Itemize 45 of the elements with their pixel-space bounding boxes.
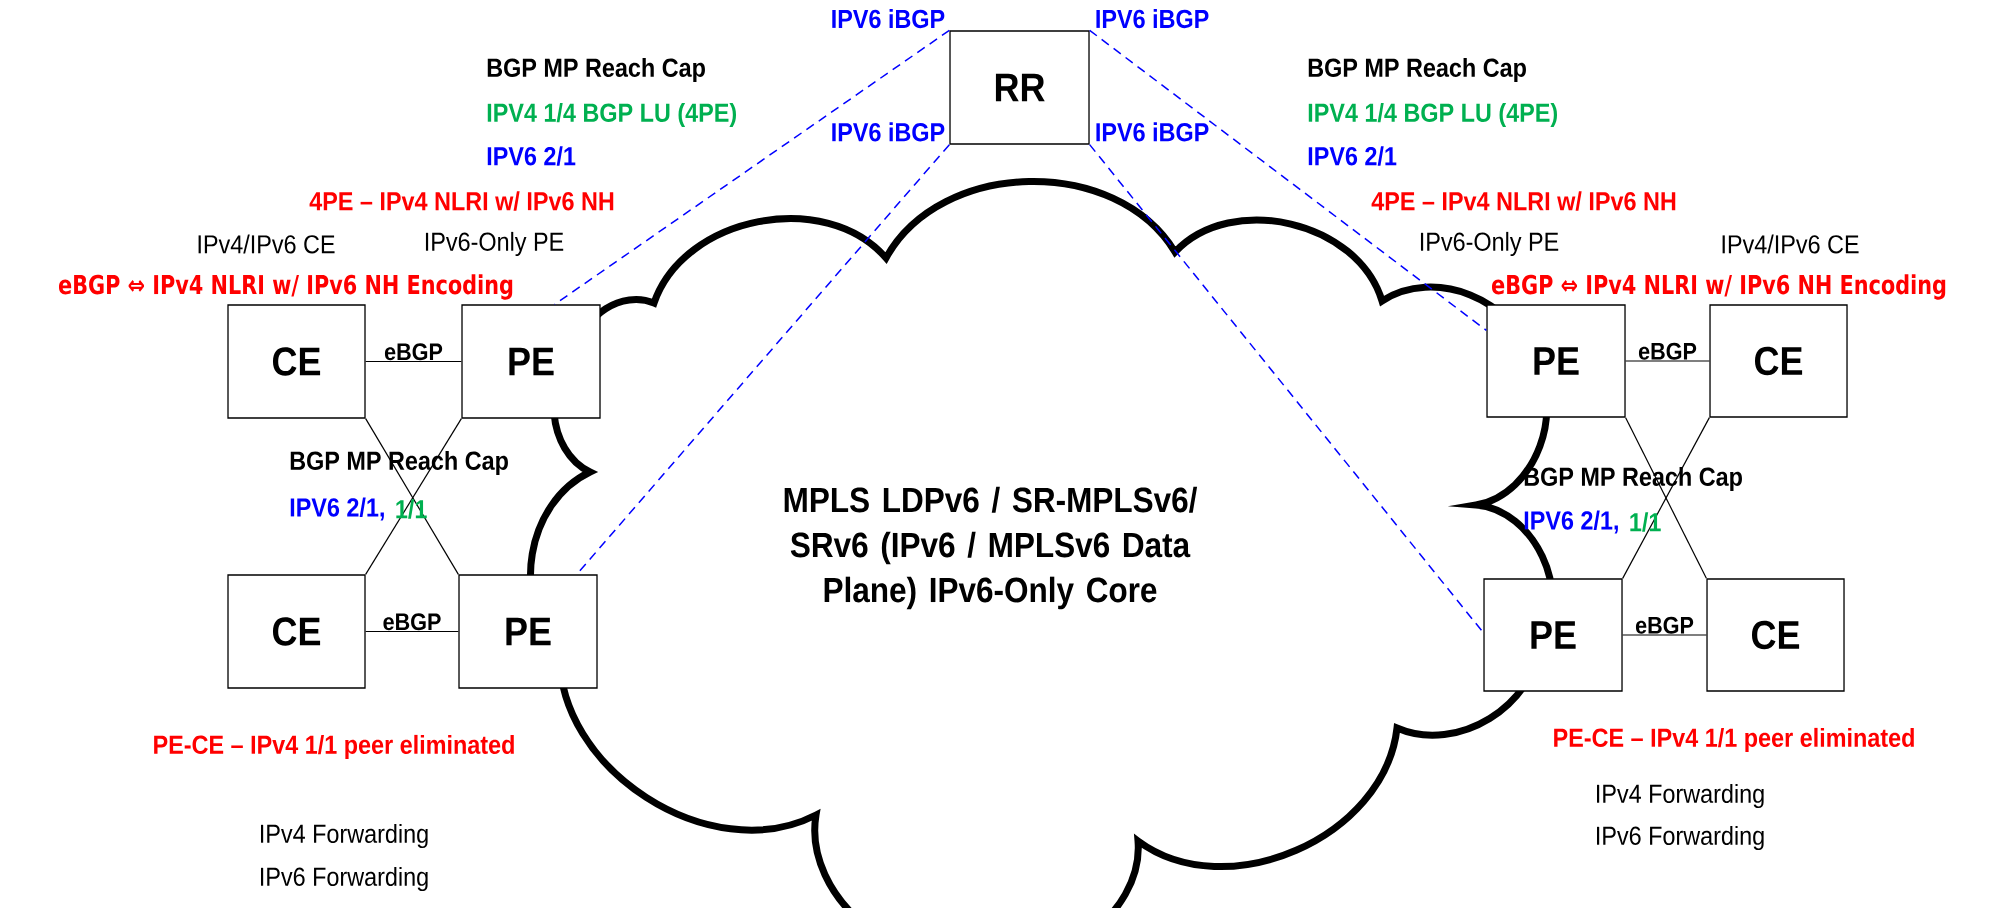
label: IPv4 Forwarding (257, 822, 431, 850)
connector (365, 630, 459, 633)
label: eBGP ⇔ IPv4 NLRI w/ IPv6 NH Encoding (57, 273, 515, 301)
core-label: MPLS LDPv6 / SR-MPLSv6/ SRv6 (IPv6 / MPLSv6 Data Plane) IPv6-Only Core (784, 486, 1198, 610)
router-box: CE (1709, 304, 1848, 418)
label: IPV6 2/1, (1524, 510, 1618, 534)
router-box: PE (1486, 304, 1626, 418)
label: IPV6 2/1, (290, 497, 384, 521)
label: IPV6 2/1 (485, 145, 577, 167)
node-caption: IPv6-Only PE (425, 231, 564, 257)
node-caption: IPv4/IPv6 CE (198, 234, 335, 254)
label: eBGP ⇔ IPv4 NLRI w/ IPv6 NH Encoding (1490, 273, 1948, 301)
router-box: CE (227, 304, 366, 419)
label: IPV4 1/4 BGP LU (4PE) (1306, 101, 1560, 129)
edge-label: eBGP (1638, 342, 1697, 360)
label: IPv4 Forwarding (1593, 782, 1767, 810)
label: IPV6 2/1 (1306, 145, 1398, 167)
router-box: PE (461, 304, 601, 419)
router-box: PE (458, 574, 598, 689)
connector (1625, 360, 1710, 362)
connector (1622, 634, 1707, 636)
router-box: CE (227, 574, 366, 689)
edge-label: IPV6 iBGP (832, 9, 945, 29)
router-box: RR (949, 30, 1090, 145)
label: IPV4 1/4 BGP LU (4PE) (485, 101, 739, 129)
edge-label: eBGP (383, 613, 441, 631)
connector (365, 360, 462, 363)
edge-label: IPV6 iBGP (1096, 122, 1209, 142)
label: 4PE – IPv4 NLRI w/ IPv6 NH (308, 190, 616, 212)
node-caption: IPv6-Only PE (1420, 231, 1559, 257)
router-box: CE (1706, 578, 1845, 692)
node-caption: IPv4/IPv6 CE (1722, 234, 1859, 254)
router-box: PE (1483, 578, 1623, 692)
edge-label: eBGP (384, 343, 443, 361)
edge-label: IPV6 iBGP (1096, 9, 1209, 29)
label: PE-CE – IPv4 1/1 peer eliminated (151, 733, 517, 761)
label: BGP MP Reach Cap (485, 56, 707, 84)
edge-label: IPV6 iBGP (832, 122, 945, 142)
label: IPv6 Forwarding (257, 865, 431, 893)
label: 4PE – IPv4 NLRI w/ IPv6 NH (1370, 190, 1678, 212)
connector (1088, 29, 1488, 332)
label: IPv6 Forwarding (1593, 824, 1767, 852)
label: PE-CE – IPv4 1/1 peer eliminated (1551, 726, 1917, 754)
label: BGP MP Reach Cap (1306, 56, 1528, 84)
edge-label: eBGP (1635, 616, 1694, 634)
